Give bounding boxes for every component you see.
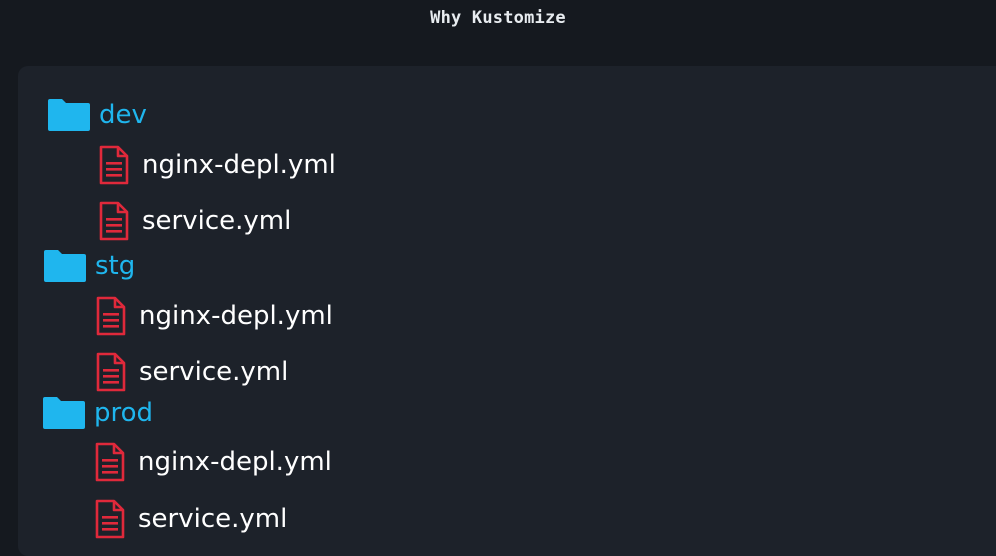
folder-row-stg[interactable]: stg [42,244,135,288]
file-row[interactable]: nginx-depl.yml [98,143,336,187]
folder-label: prod [94,398,154,428]
folder-icon [48,99,90,131]
folder-label: dev [99,100,147,130]
document-icon [95,499,125,539]
document-icon [96,352,126,392]
folder-icon [44,250,86,282]
document-icon [99,201,129,241]
file-label: nginx-depl.yml [138,447,332,477]
folder-row-dev[interactable]: dev [46,93,147,137]
document-icon [95,442,125,482]
file-row[interactable]: service.yml [95,350,288,394]
file-label: service.yml [138,504,288,534]
file-label: service.yml [142,206,292,236]
document-icon [96,296,126,336]
file-row[interactable]: nginx-depl.yml [94,440,332,484]
folder-icon [43,397,85,429]
file-tree-panel: dev nginx-depl.yml service.yml stg [18,66,996,556]
window-title: Why Kustomize [430,8,566,28]
file-row[interactable]: service.yml [98,199,291,243]
file-label: service.yml [139,357,289,387]
document-icon [99,145,129,185]
file-label: nginx-depl.yml [142,150,336,180]
file-row[interactable]: nginx-depl.yml [95,294,333,338]
file-row[interactable]: service.yml [94,497,287,541]
file-label: nginx-depl.yml [139,301,333,331]
folder-label: stg [95,251,136,281]
folder-row-prod[interactable]: prod [41,391,153,435]
